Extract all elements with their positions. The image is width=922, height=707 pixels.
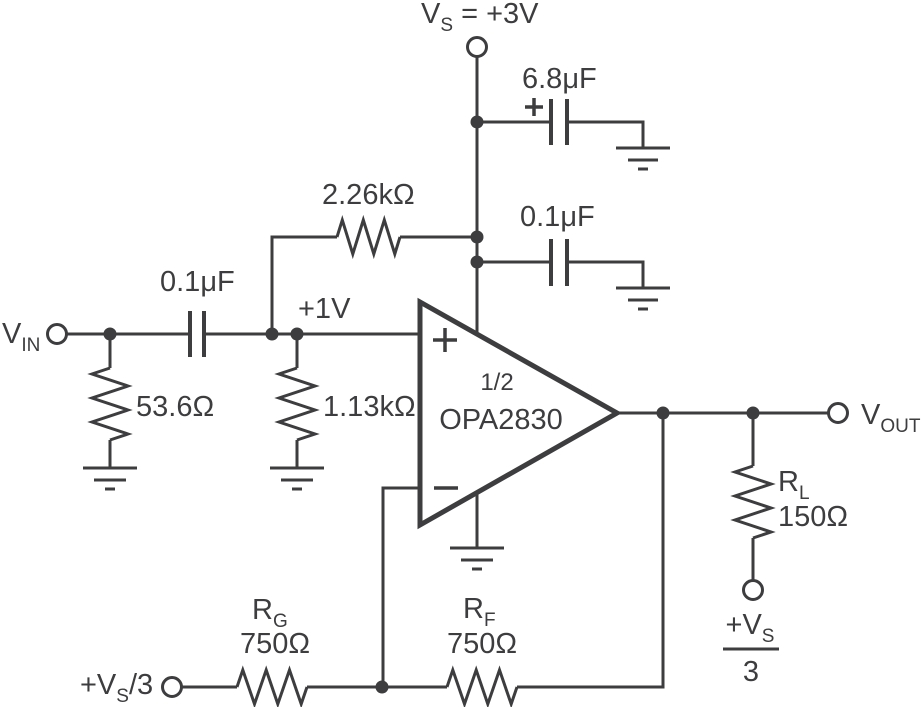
bias-node-label: +1V xyxy=(298,293,351,325)
feedback-resistor-value: 750Ω xyxy=(447,628,517,660)
hf-cap-value: 0.1μF xyxy=(520,201,595,233)
termination-ground-icon xyxy=(83,466,137,491)
opamp-triangle xyxy=(417,297,623,530)
gain-resistor-body xyxy=(235,665,309,707)
vin-terminal xyxy=(46,323,68,345)
resistor-symbols xyxy=(87,214,776,707)
lower-bias-resistor-value: 1.13kΩ xyxy=(323,391,416,423)
junction-dot xyxy=(375,680,389,694)
upper-bias-resistor-left-lead xyxy=(270,235,337,334)
vin-label: VIN xyxy=(2,318,40,356)
feedback-wire xyxy=(517,413,665,689)
load-ref-denominator: 3 xyxy=(743,656,759,688)
input-cap-value: 0.1μF xyxy=(160,266,235,298)
lower-bias-resistor-body xyxy=(274,366,320,442)
opamp-ground-icon xyxy=(450,546,504,571)
supply-terminal xyxy=(466,36,488,58)
load-resistor-name: RL xyxy=(778,466,810,504)
feedback-resistor-name: RF xyxy=(463,593,496,631)
hf-cap-ground-icon xyxy=(616,286,670,311)
upper-bias-resistor-body xyxy=(335,214,402,260)
junction-dot xyxy=(290,327,304,341)
junction-dot xyxy=(470,115,484,129)
terminals xyxy=(46,36,849,698)
capacitor-symbols xyxy=(188,99,569,357)
ground-symbols xyxy=(83,146,670,571)
termination-resistor-body xyxy=(87,366,133,442)
termination-resistor-value: 53.6Ω xyxy=(136,391,214,423)
bulk-cap-value: 6.8μF xyxy=(522,63,597,95)
bulk-cap-polarity-plus-icon xyxy=(525,98,543,116)
gain-ref-label: +VS/3 xyxy=(80,669,153,707)
bulk-cap-right-lead xyxy=(569,120,645,148)
load-ref-numerator: +VS xyxy=(726,609,775,647)
input-cap-plates xyxy=(188,311,206,357)
junction-dot xyxy=(656,406,670,420)
hf-cap-right-lead xyxy=(569,260,645,288)
opamp-designator: 1/2 xyxy=(480,369,513,396)
load-resistor-value: 150Ω xyxy=(778,501,848,533)
load-ref-terminal xyxy=(742,579,764,601)
supply-label: VS = +3V xyxy=(421,0,539,36)
junction-dot xyxy=(746,406,760,420)
noninverting-plus-icon xyxy=(433,328,457,352)
gain-resistor-value: 750Ω xyxy=(240,628,310,660)
opamp-part-number: OPA2830 xyxy=(439,404,563,436)
bulk-cap-ground-icon xyxy=(616,146,670,171)
junction-dot xyxy=(265,327,279,341)
opamp-symbol: 1/2 OPA2830 xyxy=(417,297,623,530)
vout-terminal xyxy=(827,402,849,424)
bulk-cap-plates xyxy=(549,99,569,145)
gain-resistor-name: RG xyxy=(252,594,288,632)
inverting-input-wire xyxy=(381,486,420,687)
upper-bias-resistor-value: 2.26kΩ xyxy=(322,179,415,211)
junction-dot xyxy=(470,230,484,244)
load-resistor-body xyxy=(730,464,776,540)
hf-cap-plates xyxy=(549,239,569,286)
vout-label: VOUT xyxy=(861,399,921,437)
junction-dots xyxy=(103,115,760,694)
junction-dot xyxy=(470,255,484,269)
gain-ref-terminal xyxy=(161,676,183,698)
junction-dot xyxy=(103,327,117,341)
feedback-resistor-body xyxy=(445,665,519,707)
lower-bias-ground-icon xyxy=(270,466,324,491)
